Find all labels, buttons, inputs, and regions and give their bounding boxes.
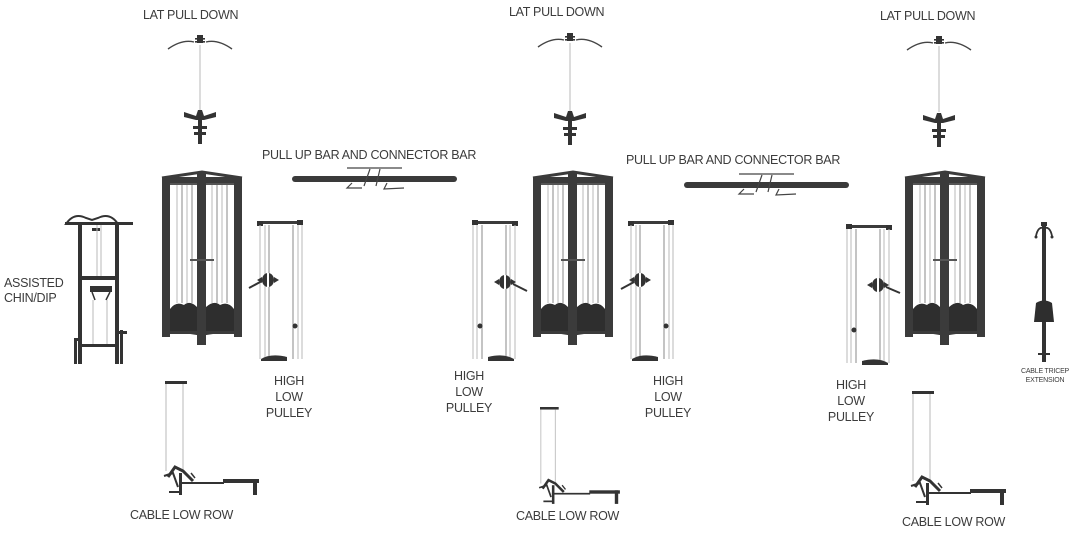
label-lat-pull-down-2: LAT PULL DOWN	[509, 5, 605, 19]
pull-up-bar-2	[683, 173, 850, 196]
label-cable-low-row-1: CABLE LOW ROW	[130, 508, 234, 522]
d-handle-2	[494, 275, 516, 289]
label-lat-pull-down-3: LAT PULL DOWN	[880, 9, 976, 23]
label-line: LOW	[837, 394, 865, 408]
label-line: PULLEY	[265, 406, 313, 420]
label-line: EXTENSION	[1025, 377, 1065, 384]
label-line: HIGH	[453, 369, 485, 383]
cable-low-row-3	[909, 389, 1008, 507]
label-line: PULLEY	[827, 410, 875, 424]
label-pull-up-bar-2: PULL UP BAR AND CONNECTOR BAR	[626, 153, 841, 167]
label-high-low-pulley-3: HIGH LOW PULLEY	[642, 373, 694, 421]
lat-pulley-head-2	[554, 111, 586, 145]
label-cable-low-row-3: CABLE LOW ROW	[902, 515, 1006, 529]
label-line: LOW	[654, 390, 682, 404]
label-high-low-pulley-1: HIGH LOW PULLEY	[263, 373, 315, 421]
label-line: CABLE TRICEP	[1020, 368, 1070, 375]
lat-pulley-head-3	[923, 113, 955, 147]
high-low-pulley-1	[256, 219, 304, 362]
label-cable-tricep-extension: CABLE TRICEP EXTENSION	[1010, 367, 1080, 385]
label-line: PULLEY	[644, 406, 692, 420]
cable-tricep-extension	[1034, 222, 1054, 362]
label-line: HIGH	[652, 374, 684, 388]
high-low-pulley-3	[627, 219, 675, 362]
label-line: LOW	[275, 390, 303, 404]
tower-2	[531, 170, 615, 347]
tower-3	[903, 170, 987, 347]
label-line: PULLEY	[445, 401, 493, 415]
label-high-low-pulley-2: HIGH LOW PULLEY	[443, 368, 495, 416]
tower-1	[160, 170, 244, 347]
pull-up-bar-1	[291, 167, 458, 190]
label-line: LOW	[455, 385, 483, 399]
assisted-chin-dip-station	[64, 215, 133, 364]
cable-low-row-1	[162, 379, 261, 497]
high-low-pulley-4	[845, 223, 893, 366]
label-line: CHIN/DIP	[4, 291, 57, 305]
label-line: HIGH	[273, 374, 305, 388]
label-line: ASSISTED	[4, 276, 64, 290]
label-high-low-pulley-4: HIGH LOW PULLEY	[825, 377, 877, 425]
d-handle-4	[867, 278, 889, 292]
cable-low-row-2	[537, 405, 622, 506]
d-handle-3	[629, 273, 651, 287]
label-lat-pull-down-1: LAT PULL DOWN	[143, 8, 239, 22]
high-low-pulley-2	[471, 219, 519, 362]
label-assisted-chin-dip: ASSISTED CHIN/DIP	[4, 276, 64, 306]
lat-pulley-head-1	[184, 110, 216, 144]
label-pull-up-bar-1: PULL UP BAR AND CONNECTOR BAR	[262, 148, 477, 162]
label-cable-low-row-2: CABLE LOW ROW	[516, 509, 620, 523]
label-line: HIGH	[835, 378, 867, 392]
